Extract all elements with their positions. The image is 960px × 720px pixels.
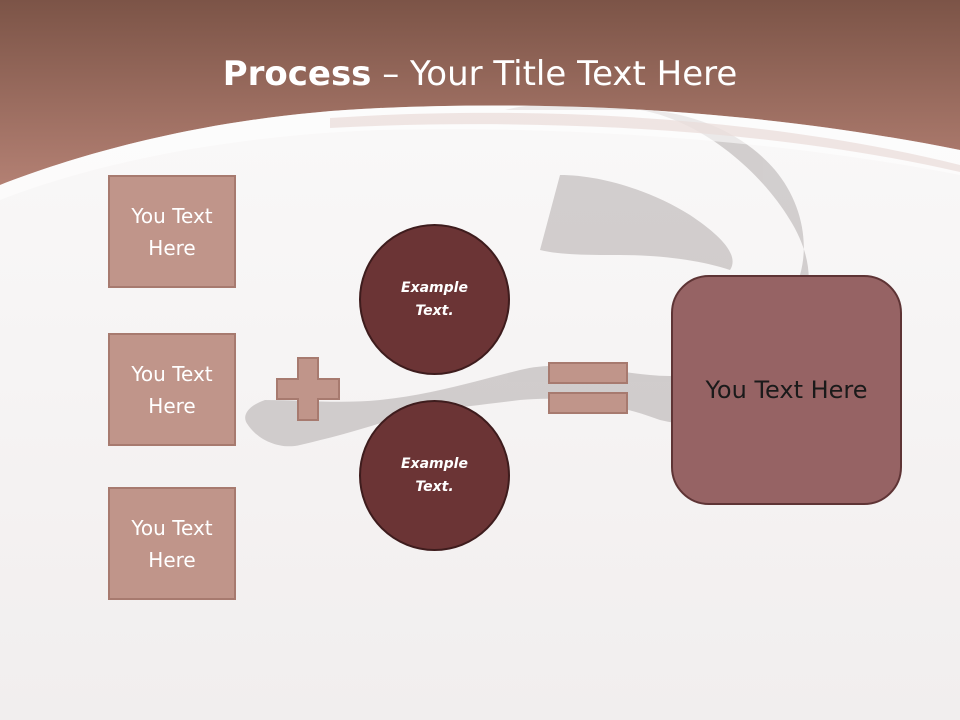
text-box-3[interactable]: You Text Here (108, 487, 236, 600)
result-label: You Text Here (705, 376, 868, 404)
header-band (0, 0, 960, 185)
title-rest: – Your Title Text Here (371, 54, 738, 94)
text-box-label: You Text Here (131, 361, 213, 418)
text-box-1[interactable]: You Text Here (108, 175, 236, 288)
title-bold: Process (222, 54, 372, 94)
example-circle-2[interactable]: Example Text. (359, 400, 510, 551)
text-box-2[interactable]: You Text Here (108, 333, 236, 446)
result-box[interactable]: You Text Here (671, 275, 902, 505)
example-circle-1[interactable]: Example Text. (359, 224, 510, 375)
equals-icon (548, 362, 628, 414)
circle-label: Example Text. (401, 455, 468, 495)
text-box-label: You Text Here (131, 203, 213, 260)
page-title: Process – Your Title Text Here (0, 50, 960, 98)
plus-icon (276, 357, 340, 421)
text-box-label: You Text Here (131, 515, 213, 572)
circle-label: Example Text. (401, 279, 468, 319)
